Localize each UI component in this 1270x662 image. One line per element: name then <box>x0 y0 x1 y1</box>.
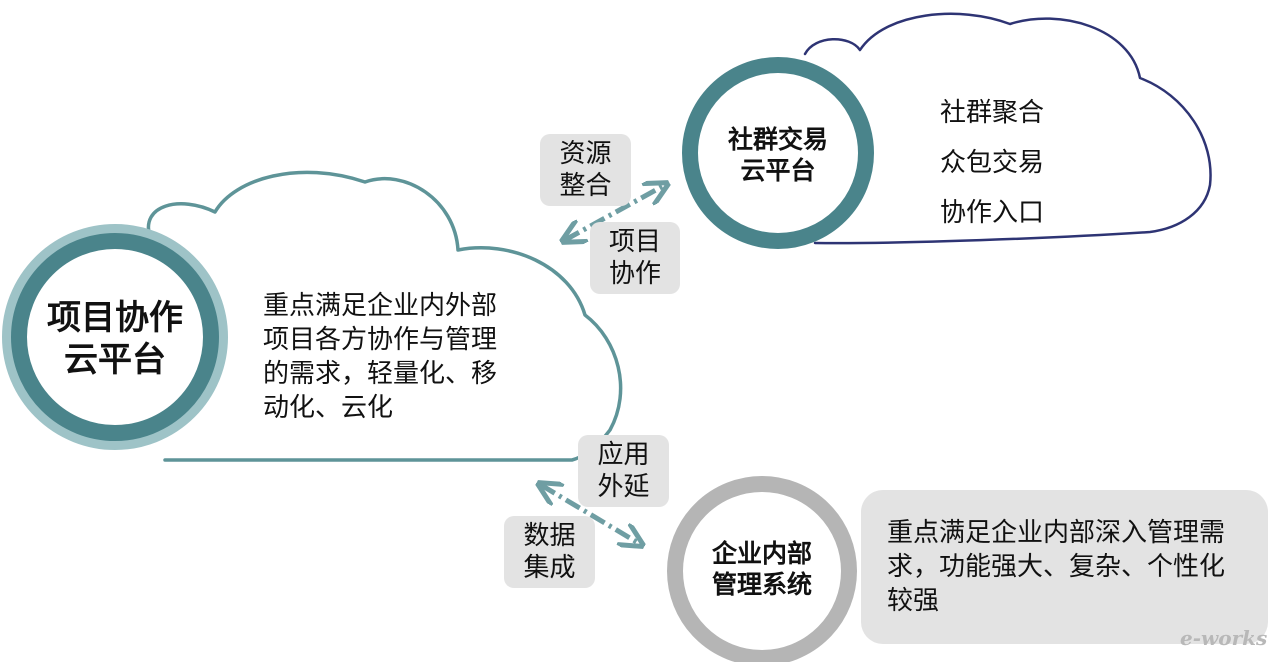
link-tag-application-extension: 应用 外延 <box>578 435 669 507</box>
internal-system-title: 企业内部 管理系统 <box>711 539 812 599</box>
project-platform-title: 项目协作 云平台 <box>47 298 183 380</box>
internal-system-description: 重点满足企业内部深入管理需 求，功能强大、复杂、个性化 较强 <box>887 518 1226 616</box>
community-cloud-shape <box>803 12 1212 245</box>
lower-link-arrow <box>541 485 640 544</box>
internal-system-ring <box>667 476 857 662</box>
list-item: 社群聚合 <box>940 98 1045 128</box>
project-cloud-shape <box>146 170 623 462</box>
project-platform-ring-inner <box>11 233 219 441</box>
eworks-watermark-logo: e-works <box>1180 626 1268 650</box>
list-item: 协作入口 <box>940 198 1045 228</box>
community-platform-items: 社群聚合 众包交易 协作入口 <box>940 88 1100 238</box>
link-tag-data-integration: 数据 集成 <box>504 516 595 588</box>
project-platform-description: 重点满足企业内外部 项目各方协作与管理 的需求，轻量化、移 动化、云化 <box>263 291 498 423</box>
link-tag-project-collaboration: 项目 协作 <box>590 222 680 294</box>
community-platform-ring <box>682 57 874 249</box>
link-tag-resource-integration: 资源 整合 <box>540 134 631 206</box>
list-item: 众包交易 <box>940 148 1045 178</box>
internal-system-description-box: 重点满足企业内部深入管理需 求，功能强大、复杂、个性化 较强 <box>861 490 1268 644</box>
community-platform-title: 社群交易 云平台 <box>727 125 828 185</box>
upper-link-arrow <box>565 185 665 240</box>
